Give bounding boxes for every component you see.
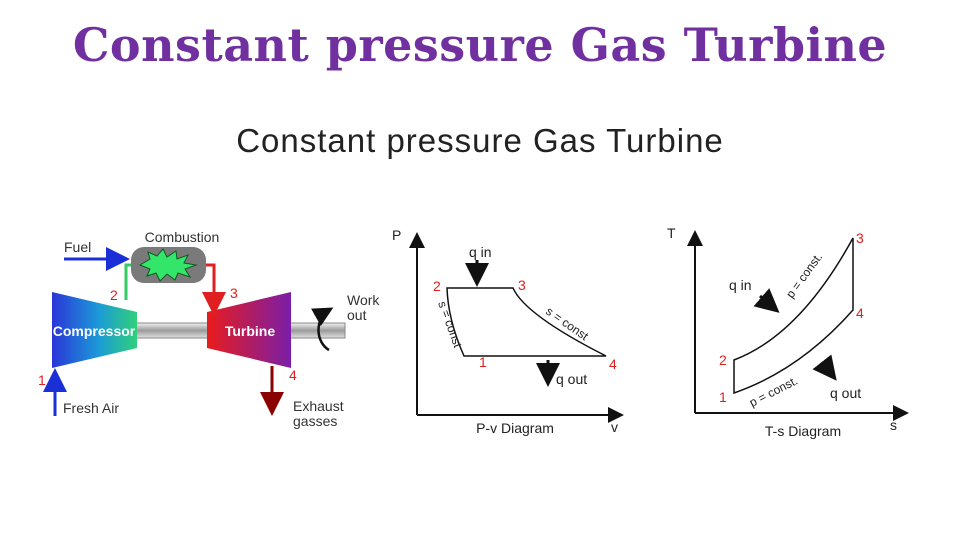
pv-q-in-label: q in	[469, 244, 492, 260]
pv-point-2: 2	[433, 278, 441, 294]
pv-point-1: 1	[479, 354, 487, 370]
exhaust-label-line2: gasses	[293, 413, 337, 429]
ts-diagram: T s 1 2 3 4 q in q out p = const. p = co…	[667, 225, 909, 439]
ts-cycle	[733, 237, 854, 395]
pv-caption: P-v Diagram	[476, 420, 554, 436]
turbine-shape	[207, 292, 291, 368]
ts-y-axis-label: T	[667, 225, 676, 241]
slide-title: Constant pressure Gas Turbine	[72, 18, 888, 72]
ts-q-out-arrow	[812, 354, 837, 381]
compressor-label: Compressor	[53, 323, 136, 339]
pv-q-out-label: q out	[556, 371, 587, 387]
point-1-label: 1	[38, 372, 46, 388]
turbine-label: Turbine	[225, 323, 276, 339]
work-out-label-line1: Work	[347, 292, 380, 308]
combustion-label: Combustion	[145, 229, 220, 245]
schematic: Compressor Turbine Combustion 2 3 Fuel 1…	[38, 229, 380, 429]
pv-point-4: 4	[609, 356, 617, 372]
pv-y-axis-label: P	[392, 227, 401, 243]
ts-point-1: 1	[719, 389, 727, 405]
pv-s-const-left: s = const	[435, 299, 465, 350]
compressor-shape	[52, 292, 137, 368]
pv-x-axis-label: v	[611, 419, 618, 435]
fuel-label: Fuel	[64, 239, 91, 255]
point-4-label: 4	[289, 367, 297, 383]
pv-point-3: 3	[518, 277, 526, 293]
exhaust-label-line1: Exhaust	[293, 398, 344, 414]
figure-title: Constant pressure Gas Turbine	[236, 122, 724, 159]
ts-x-axis-label: s	[890, 417, 897, 433]
ts-q-in-label: q in	[729, 277, 752, 293]
pv-cycle	[446, 287, 607, 357]
ts-point-2: 2	[719, 352, 727, 368]
combustion-flame	[138, 248, 198, 282]
ts-p-const-upper: p = const.	[783, 250, 825, 301]
fresh-air-label: Fresh Air	[63, 400, 119, 416]
ts-point-3: 3	[856, 230, 864, 246]
point-3-label: 3	[230, 285, 238, 301]
combustion-to-turbine-arrow	[202, 263, 226, 316]
pv-diagram: P v 1 2 3 4 q in q out s = const s = con…	[392, 227, 624, 436]
ts-point-4: 4	[856, 305, 864, 321]
ts-q-in-arrow	[753, 288, 780, 313]
work-out-label-line2: out	[347, 307, 367, 323]
ts-caption: T-s Diagram	[765, 423, 841, 439]
work-out-rotation-arrow	[311, 307, 334, 352]
point-2-label: 2	[110, 287, 118, 303]
compressor-to-combustion-line	[124, 263, 131, 300]
ts-p-const-lower: p = const.	[747, 373, 800, 409]
ts-q-out-label: q out	[830, 385, 861, 401]
